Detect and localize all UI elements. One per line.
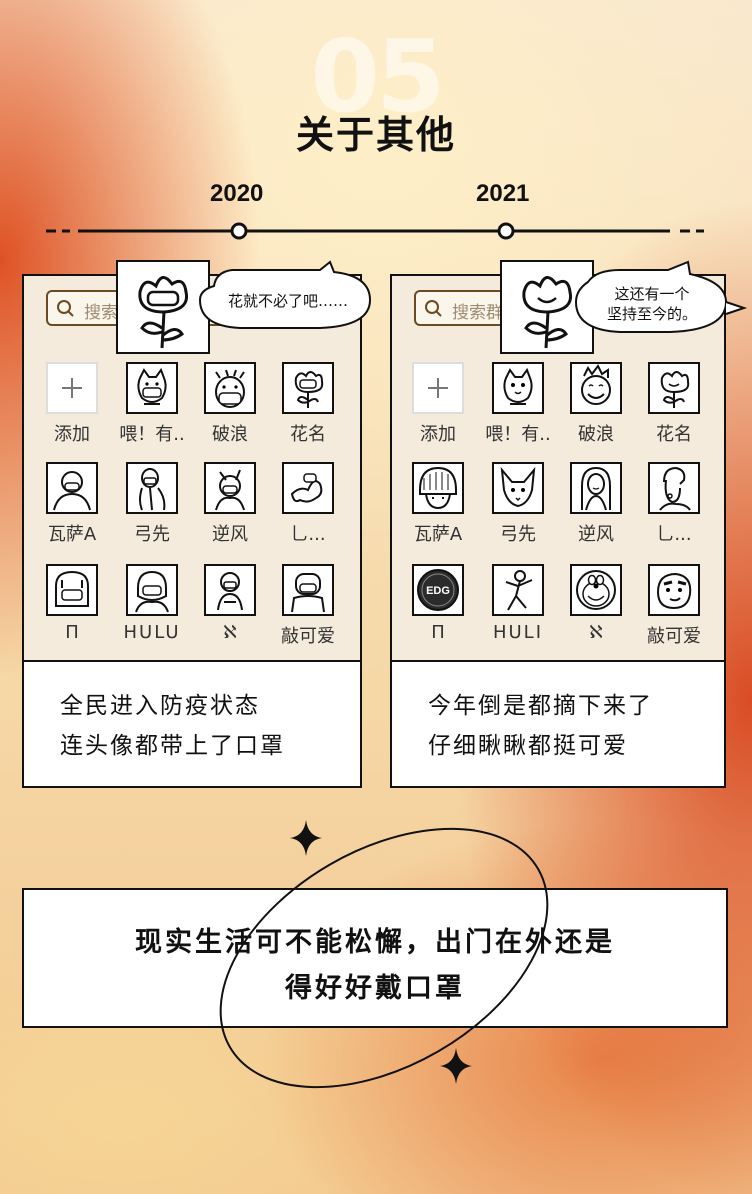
year-label-2021: 2021 bbox=[476, 180, 530, 207]
search-placeholder: 搜索 bbox=[84, 303, 118, 323]
doraemon-avatar-icon bbox=[570, 564, 622, 616]
contact-item[interactable]: 敲可爱 bbox=[639, 564, 709, 648]
contact-item[interactable]: 瓦萨A bbox=[37, 462, 107, 546]
edg-logo-text: EDG bbox=[426, 585, 450, 597]
banner-line: 现实生活可不能松懈，出门在外还是 bbox=[135, 927, 615, 958]
contact-item[interactable]: 破浪 bbox=[195, 362, 265, 446]
contact-item[interactable]: 喂！有.. bbox=[483, 362, 553, 446]
masked-doodle-avatar-icon bbox=[282, 462, 334, 514]
section-title: 关于其他 bbox=[295, 113, 456, 157]
flower-profile-avatar bbox=[500, 260, 594, 354]
caption-box: 今年倒是都摘下来了 仔细瞅瞅都挺可爱 bbox=[392, 660, 724, 786]
timeline-node-2020 bbox=[230, 222, 248, 240]
masked-flower-avatar-icon bbox=[282, 362, 334, 414]
fox-avatar-icon bbox=[492, 462, 544, 514]
caption-line: 连头像都带上了口罩 bbox=[60, 733, 285, 759]
speech-bubble-text: 这还有一个 坚持至今的。 bbox=[606, 285, 697, 323]
caption-line: 仔细瞅瞅都挺可爱 bbox=[428, 733, 628, 759]
edg-logo-icon: EDG bbox=[412, 564, 464, 616]
sparkle-icon bbox=[290, 820, 322, 856]
flower-avatar-icon bbox=[648, 362, 700, 414]
bowl-cut-girl-avatar-icon bbox=[412, 462, 464, 514]
contact-item[interactable]: ℵ bbox=[561, 564, 631, 643]
caption-line: 今年倒是都摘下来了 bbox=[428, 693, 653, 719]
contact-item[interactable]: 瓦萨A bbox=[403, 462, 473, 546]
masked-monkey-avatar-icon bbox=[204, 564, 256, 616]
contact-add[interactable]: 添加 bbox=[37, 362, 107, 446]
contact-item[interactable]: 敲可爱 bbox=[273, 564, 343, 648]
caption-box: 全民进入防疫状态 连头像都带上了口罩 bbox=[24, 660, 360, 786]
crayon-shin-avatar-icon bbox=[648, 564, 700, 616]
cat-avatar-icon bbox=[492, 362, 544, 414]
plus-icon bbox=[412, 362, 464, 414]
contact-item[interactable]: 弓先 bbox=[117, 462, 187, 546]
plus-icon bbox=[46, 362, 98, 414]
search-icon bbox=[425, 300, 442, 317]
contact-item[interactable]: 乚... bbox=[639, 462, 709, 546]
contact-item[interactable]: HULI bbox=[483, 564, 553, 643]
banner-line: 得好好戴口罩 bbox=[285, 973, 465, 1004]
cat-mask-avatar-icon bbox=[126, 362, 178, 414]
masked-robot-avatar-icon bbox=[282, 564, 334, 616]
search-placeholder: 搜索群 bbox=[452, 303, 503, 323]
contact-add[interactable]: 添加 bbox=[403, 362, 473, 446]
contact-item[interactable]: ℵ bbox=[195, 564, 265, 643]
contact-item[interactable]: 逆风 bbox=[561, 462, 631, 546]
contact-item[interactable]: EDG Π bbox=[403, 564, 473, 643]
caption-line: 全民进入防疫状态 bbox=[60, 693, 260, 719]
running-figure-avatar-icon bbox=[492, 564, 544, 616]
masked-person-avatar-icon bbox=[46, 462, 98, 514]
timeline bbox=[46, 222, 704, 240]
masked-figure-avatar-icon bbox=[126, 462, 178, 514]
contact-item[interactable]: 破浪 bbox=[561, 362, 631, 446]
search-icon bbox=[57, 300, 74, 317]
contact-grid: 搜索群 添加 喂！有.. 破浪 花名 瓦萨A 弓先 逆 bbox=[392, 276, 724, 660]
contact-item[interactable]: 花名 bbox=[273, 362, 343, 446]
contact-item[interactable]: 喂！有.. bbox=[117, 362, 187, 446]
smiling-boy-avatar-icon bbox=[570, 362, 622, 414]
pearl-earring-avatar-icon bbox=[648, 462, 700, 514]
contact-item[interactable]: 花名 bbox=[639, 362, 709, 446]
masked-face-avatar-icon bbox=[204, 362, 256, 414]
masked-character-avatar-icon bbox=[126, 564, 178, 616]
card-2020: 搜索 添加 喂！有.. 破浪 花名 瓦萨A 弓先 逆风 bbox=[22, 260, 362, 788]
contact-item[interactable]: Π bbox=[37, 564, 107, 643]
contact-item[interactable]: HULU bbox=[117, 564, 187, 643]
card-2021: 搜索群 添加 喂！有.. 破浪 花名 瓦萨A 弓先 逆 bbox=[390, 260, 726, 788]
timeline-node-2021 bbox=[497, 222, 515, 240]
masked-flower-profile-avatar bbox=[116, 260, 210, 354]
contact-item[interactable]: 弓先 bbox=[483, 462, 553, 546]
closing-banner: 现实生活可不能松懈，出门在外还是 得好好戴口罩 bbox=[22, 888, 728, 1028]
masked-helmet-avatar-icon bbox=[46, 564, 98, 616]
mona-lisa-avatar-icon bbox=[570, 462, 622, 514]
section-number: 05 bbox=[310, 18, 445, 135]
year-label-2020: 2020 bbox=[210, 180, 264, 207]
contact-item[interactable]: 逆风 bbox=[195, 462, 265, 546]
masked-animal-avatar-icon bbox=[204, 462, 256, 514]
sparkle-icon bbox=[440, 1048, 472, 1084]
contact-item[interactable]: 乚... bbox=[273, 462, 343, 546]
speech-bubble-text: 花就不必了吧…… bbox=[227, 292, 348, 310]
